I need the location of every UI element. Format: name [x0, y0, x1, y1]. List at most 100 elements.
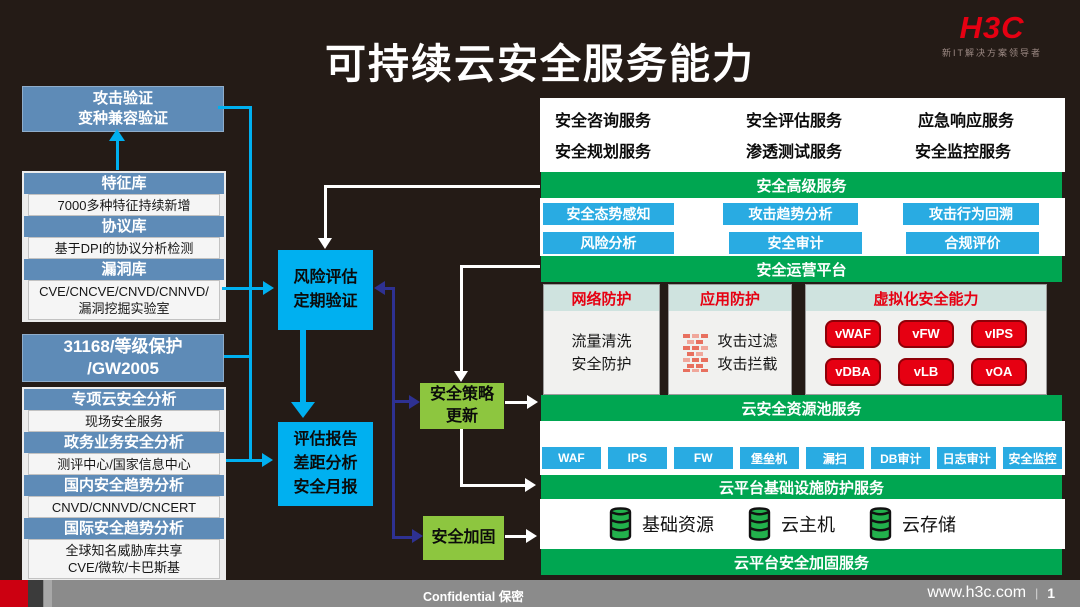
- cloud-security-platform-panel: 安全咨询服务 安全评估服务 应急响应服务 安全规划服务 渗透测试服务 安全监控服…: [540, 98, 1065, 577]
- footer-right: www.h3c.com | 1: [927, 584, 1055, 602]
- service-label: 安全规划服务: [555, 144, 652, 161]
- app-protection-detail: 攻击过滤 攻击拦截: [717, 332, 778, 373]
- arrowhead-right: [525, 478, 536, 492]
- service-label: 安全咨询服务: [555, 113, 652, 130]
- service-label: 安全监控服务: [915, 144, 1012, 161]
- connector-policy-to-infra-v: [460, 429, 463, 486]
- page-number: 1: [1047, 585, 1055, 601]
- connector-lib-to-risk: [222, 287, 263, 290]
- connector-policy-to-infra-h: [460, 484, 526, 487]
- network-protection-detail: 流量清洗 安全防护: [571, 332, 632, 373]
- arrowhead-left: [374, 281, 385, 295]
- connector-analysis-to-report: [226, 459, 262, 462]
- library-detail: 7000多种特征持续新增: [28, 194, 220, 216]
- database-icon: [609, 507, 632, 541]
- confidential-label: Confidential 保密: [423, 590, 524, 604]
- h3c-logo-text: H3C: [959, 10, 1025, 45]
- library-detail: 基于DPI的协议分析检测: [28, 237, 220, 259]
- infra-tool-chip: 漏扫: [805, 447, 865, 469]
- page-title: 可持续云安全服务能力: [325, 41, 755, 87]
- hardening-box: 安全加固: [423, 516, 504, 560]
- virtual-appliance-badge: vOA: [971, 357, 1027, 386]
- virtual-appliance-badge: vWAF: [825, 319, 881, 348]
- virtual-appliance-badge: vDBA: [825, 357, 881, 386]
- arrowhead-right: [527, 395, 538, 409]
- resource-label: 云存储: [902, 515, 956, 535]
- analysis-title: 国内安全趋势分析: [24, 475, 224, 496]
- ops-chip: 合规评价: [906, 232, 1039, 254]
- connector-compliance-to-bus: [224, 355, 252, 358]
- ops-platform-bar: 安全运营平台: [541, 256, 1062, 282]
- app-protection-panel: 应用防护 攻击过滤 攻击拦截: [668, 284, 792, 395]
- arrowhead-down: [318, 238, 332, 249]
- service-label: 安全评估服务: [746, 113, 843, 130]
- network-protection-title: 网络防护: [544, 285, 659, 311]
- arrowhead-right: [526, 529, 537, 543]
- infra-protection-bar: 云平台基础设施防护服务: [541, 475, 1062, 499]
- arrowhead-right: [409, 394, 420, 409]
- network-protection-panel: 网络防护 流量清洗 安全防护: [543, 284, 660, 395]
- resource-pool-bar: 云安全资源池服务: [541, 395, 1062, 421]
- advanced-service-bar: 安全高级服务: [541, 172, 1062, 198]
- ops-band: 安全态势感知 攻击趋势分析 攻击行为回溯 风险分析 安全审计 合规评价: [540, 198, 1065, 256]
- ops-chip: 攻击行为回溯: [903, 203, 1039, 225]
- footer-red-block: [0, 580, 28, 607]
- arrowhead-right: [263, 281, 274, 295]
- footer-dark-block: [28, 580, 43, 607]
- connector-navy-to-hardening: [394, 535, 413, 539]
- resources-band: 基础资源 云主机 云存储: [540, 499, 1065, 549]
- arrowhead-right: [262, 453, 273, 467]
- app-protection-title: 应用防护: [669, 285, 791, 311]
- connector-ops-to-policy-v: [460, 265, 463, 371]
- connector-navy-vertical: [392, 286, 395, 539]
- analysis-group: 专项云安全分析 现场安全服务 政务业务安全分析 测评中心/国家信息中心 国内安全…: [22, 387, 226, 581]
- library-title: 漏洞库: [24, 259, 224, 280]
- connector-lib-to-attack: [116, 140, 119, 170]
- virtual-appliance-badge: vFW: [898, 319, 954, 348]
- connector-policy-to-pool: [505, 401, 528, 404]
- library-title: 协议库: [24, 216, 224, 237]
- infra-tool-chip: IPS: [607, 447, 667, 469]
- virtual-appliance-badge: vLB: [898, 357, 954, 386]
- connector-navy-top: [384, 286, 395, 290]
- services-band: 安全咨询服务 安全评估服务 应急响应服务 安全规划服务 渗透测试服务 安全监控服…: [540, 98, 1065, 172]
- compliance-box: 31168/等级保护 /GW2005: [22, 334, 224, 382]
- infra-tool-chip: 堡垒机: [739, 447, 799, 469]
- library-title: 特征库: [24, 173, 224, 194]
- policy-update-box: 安全策略 更新: [420, 383, 504, 429]
- resource-item: 云存储: [869, 507, 956, 541]
- analysis-detail: 全球知名威胁库共享 CVE/微软/卡巴斯基: [28, 539, 220, 579]
- platform-hardening-bar: 云平台安全加固服务: [541, 549, 1062, 575]
- infra-tool-chip: FW: [673, 447, 733, 469]
- analysis-title: 国际安全趋势分析: [24, 518, 224, 539]
- infra-tools-band: WAF IPS FW 堡垒机 漏扫 DB审计 日志审计 安全监控: [540, 421, 1065, 475]
- attack-validation-box: 攻击验证 变种兼容验证: [22, 86, 224, 132]
- ops-chip: 风险分析: [543, 232, 674, 254]
- database-icon: [869, 507, 892, 541]
- arrowhead-right: [412, 529, 423, 543]
- connector-risk-to-report: [300, 330, 306, 404]
- ops-chip: 攻击趋势分析: [723, 203, 858, 225]
- library-group: 特征库 7000多种特征持续新增 协议库 基于DPI的协议分析检测 漏洞库 CV…: [22, 171, 226, 322]
- database-icon: [748, 507, 771, 541]
- connector-advanced-to-risk-h: [325, 185, 540, 188]
- connector-advanced-to-risk-v: [324, 185, 327, 238]
- service-label: 渗透测试服务: [746, 144, 843, 161]
- assessment-report-box: 评估报告 差距分析 安全月报: [278, 422, 373, 506]
- analysis-title: 政务业务安全分析: [24, 432, 224, 453]
- website-label: www.h3c.com: [927, 584, 1027, 601]
- connector-bus-vertical: [249, 106, 252, 462]
- footer-divider: |: [1035, 586, 1039, 600]
- analysis-detail: CNVD/CNNVD/CNCERT: [28, 496, 220, 518]
- resource-label: 云主机: [781, 515, 835, 535]
- ops-chip: 安全审计: [729, 232, 862, 254]
- footer-bar: Confidential 保密 www.h3c.com | 1: [0, 580, 1080, 607]
- resource-label: 基础资源: [642, 515, 714, 535]
- virtual-security-panel: 虚拟化安全能力 vWAF vFW vIPS vDBA vLB vOA: [805, 284, 1047, 395]
- ops-chip: 安全态势感知: [543, 203, 674, 225]
- h3c-logo-tagline: 新IT解决方案领导者: [942, 48, 1042, 58]
- infra-tool-chip: 安全监控: [1003, 447, 1062, 469]
- risk-assessment-box: 风险评估 定期验证: [278, 250, 373, 330]
- infra-tool-chip: DB审计: [871, 447, 931, 469]
